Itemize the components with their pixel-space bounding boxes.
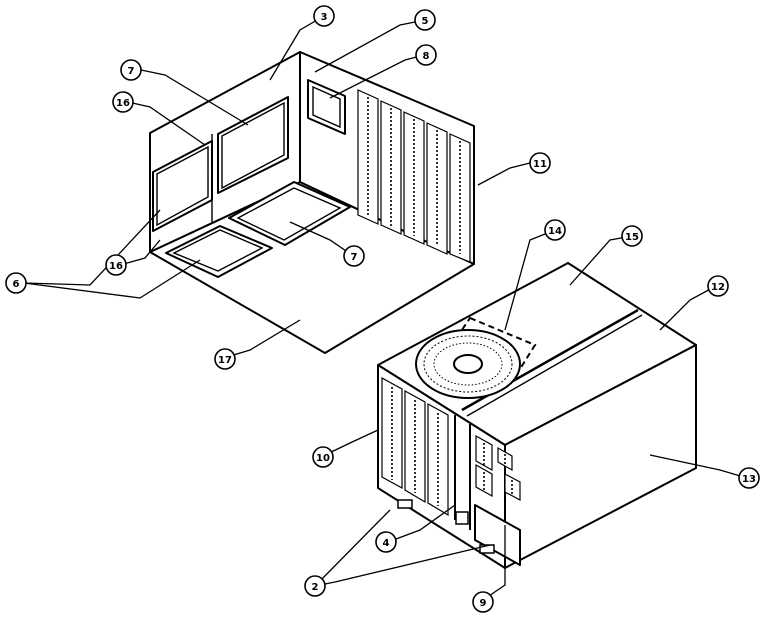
callout-label: 12	[711, 282, 725, 293]
fan-grille	[415, 329, 521, 399]
callout-label: 13	[742, 474, 756, 485]
open-cabinet-assembly	[149, 51, 475, 354]
callout-3: 3	[313, 5, 335, 27]
control-grilles	[475, 434, 521, 501]
callout-7-upper: 7	[120, 59, 142, 81]
callout-13: 13	[738, 467, 760, 489]
callout-15: 15	[621, 225, 643, 247]
callout-label: 4	[383, 538, 390, 549]
assembled-unit	[377, 262, 697, 569]
control-window-inner	[312, 85, 341, 129]
callout-2: 2	[304, 575, 326, 597]
callout-label: 17	[218, 355, 232, 366]
callout-17: 17	[214, 348, 236, 370]
callout-label: 14	[548, 226, 562, 237]
end-coil-louvers	[381, 376, 449, 517]
callout-6: 6	[5, 272, 27, 294]
access-panel-upper-inner	[221, 101, 285, 190]
callout-label: 7	[128, 66, 135, 77]
foot-center	[479, 544, 495, 554]
callout-12: 12	[707, 275, 729, 297]
access-panel-left-inner	[156, 145, 209, 227]
callout-16-lower: 16	[105, 254, 127, 276]
floor-panel-front-inner	[172, 229, 264, 272]
callout-label: 15	[625, 232, 639, 243]
service-access-panel	[474, 504, 521, 566]
floor-panel-rear-inner	[236, 187, 342, 241]
access-panel-upper	[217, 96, 289, 194]
callout-11: 11	[529, 152, 551, 174]
callout-label: 11	[533, 159, 547, 170]
callout-label: 5	[422, 16, 429, 27]
callout-label: 3	[321, 12, 328, 23]
callout-10: 10	[312, 446, 334, 468]
foot-left	[397, 499, 413, 509]
callout-9: 9	[472, 591, 494, 613]
callout-label: 9	[480, 598, 487, 609]
electrical-box	[455, 511, 469, 525]
callout-label: 8	[423, 51, 430, 62]
coil-louver-bank	[357, 89, 471, 263]
callout-7-lower: 7	[343, 245, 365, 267]
callout-label: 16	[109, 261, 123, 272]
callout-4: 4	[375, 531, 397, 553]
access-panel-left	[152, 140, 213, 232]
control-window	[307, 79, 346, 135]
floor-panel-rear	[228, 181, 351, 246]
callout-label: 10	[316, 453, 330, 464]
callout-label: 7	[351, 252, 358, 263]
callout-label: 16	[116, 98, 130, 109]
callout-label: 2	[312, 582, 319, 593]
callout-8: 8	[415, 44, 437, 66]
callout-label: 6	[13, 279, 20, 290]
callout-14: 14	[544, 219, 566, 241]
top-rail-edge	[466, 314, 643, 417]
callout-16-upper: 16	[112, 91, 134, 113]
callout-5: 5	[414, 9, 436, 31]
